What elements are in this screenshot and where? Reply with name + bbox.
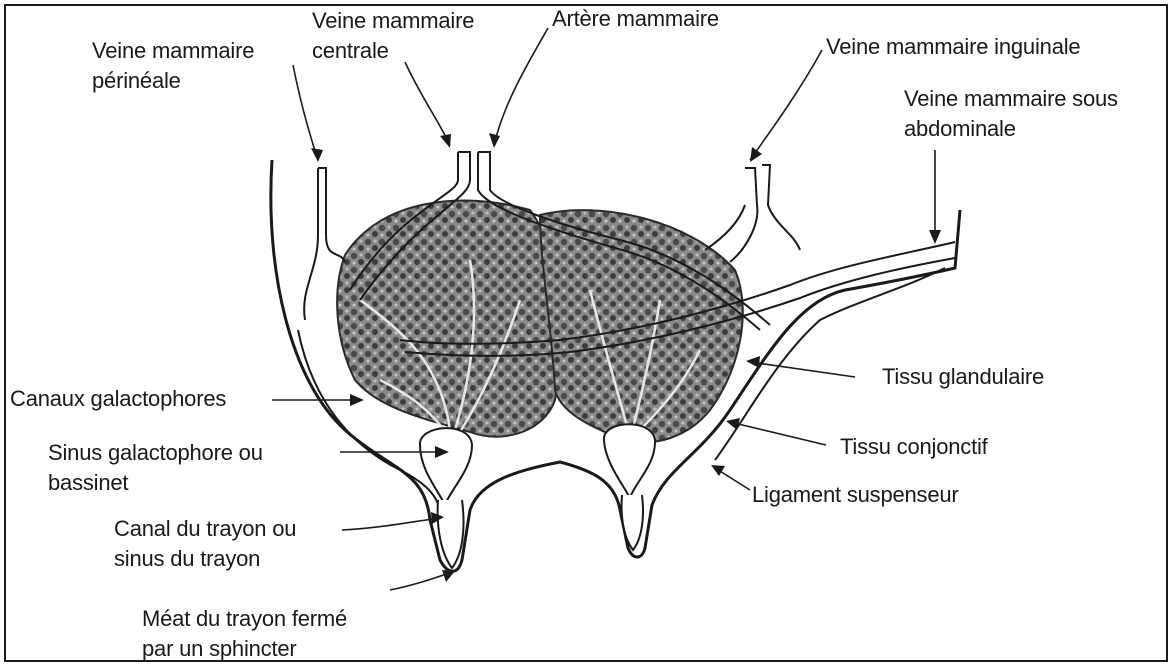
label-veine-mammaire-inguinale: Veine mammaire inguinale	[826, 32, 1080, 62]
label-meat-du-trayon: Méat du trayon fermé par un sphincter	[142, 604, 347, 664]
label-canal-du-trayon: Canal du trayon ou sinus du trayon	[114, 514, 296, 574]
gland-cistern-left	[420, 428, 472, 505]
leader-artere	[494, 28, 548, 145]
label-artere-mammaire: Artère mammaire	[552, 4, 719, 34]
leader-veine-centrale	[405, 62, 450, 145]
gland-left-quarter	[337, 200, 560, 436]
leader-veine-perineale	[293, 65, 318, 160]
leader-tissu-glandulaire	[750, 362, 855, 377]
label-sinus-galactophore: Sinus galactophore ou bassinet	[48, 438, 263, 498]
teat-left	[438, 500, 464, 568]
gland-cistern-right	[604, 424, 655, 498]
vein-inguinal-vessel	[705, 165, 800, 262]
leader-meat	[390, 572, 452, 590]
label-veine-mammaire-centrale: Veine mammaire centrale	[312, 6, 474, 66]
label-canaux-galactophores: Canaux galactophores	[10, 384, 226, 414]
leader-tissu-conjonctif	[730, 422, 826, 445]
label-tissu-glandulaire: Tissu glandulaire	[882, 362, 1044, 392]
label-veine-mammaire-sous-abdominale: Veine mammaire sous abdominale	[904, 84, 1118, 144]
label-tissu-conjonctif: Tissu conjonctif	[840, 432, 988, 462]
leader-veine-inguinale	[750, 50, 822, 160]
teat-right	[622, 495, 643, 550]
leader-canal-trayon	[342, 518, 440, 530]
label-veine-mammaire-perineale: Veine mammaire périnéale	[92, 36, 254, 96]
label-ligament-suspenseur: Ligament suspenseur	[752, 480, 959, 510]
